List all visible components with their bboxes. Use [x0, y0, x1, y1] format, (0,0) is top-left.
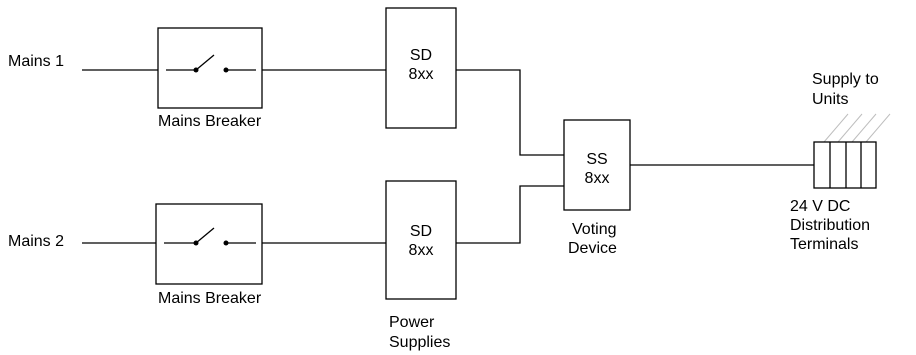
switch-symbol-bottom — [164, 227, 256, 246]
power-supply-bottom-name: SD — [410, 223, 432, 240]
power-supplies-caption-line1: Power — [389, 314, 435, 331]
distribution-terminal-block — [813, 141, 877, 189]
mains-2-label: Mains 2 — [8, 233, 64, 250]
voting-device-model: 8xx — [585, 170, 610, 187]
wire-sd1-voting — [456, 69, 564, 156]
power-supply-top-name: SD — [410, 47, 432, 64]
power-supplies-caption-line2: Supplies — [389, 334, 450, 351]
distribution-caption-line2: Distribution — [790, 217, 870, 234]
mains-breaker-top-label: Mains Breaker — [158, 113, 262, 130]
mains-breaker-top — [157, 27, 263, 109]
voting-device-caption-line1: Voting — [572, 221, 616, 238]
voting-device-caption-line2: Device — [568, 240, 617, 257]
distribution-caption-line1: 24 V DC — [790, 198, 850, 215]
supply-to-units-line1: Supply to — [812, 71, 879, 88]
power-supply-bottom-model: 8xx — [409, 242, 434, 259]
supply-to-units-line2: Units — [812, 91, 848, 108]
wire-sd2-voting — [456, 185, 564, 244]
power-supply-top — [385, 7, 457, 129]
distribution-caption-line3: Terminals — [790, 236, 858, 253]
mains-breaker-bottom — [155, 203, 263, 285]
power-supply-top-model: 8xx — [409, 66, 434, 83]
switch-symbol-top — [166, 54, 256, 73]
mains-breaker-bottom-label: Mains Breaker — [158, 290, 262, 307]
voting-device-name: SS — [586, 151, 607, 168]
mains-1-label: Mains 1 — [8, 53, 64, 70]
supply-lines-hatch — [823, 113, 891, 143]
power-supply-bottom — [385, 180, 457, 300]
